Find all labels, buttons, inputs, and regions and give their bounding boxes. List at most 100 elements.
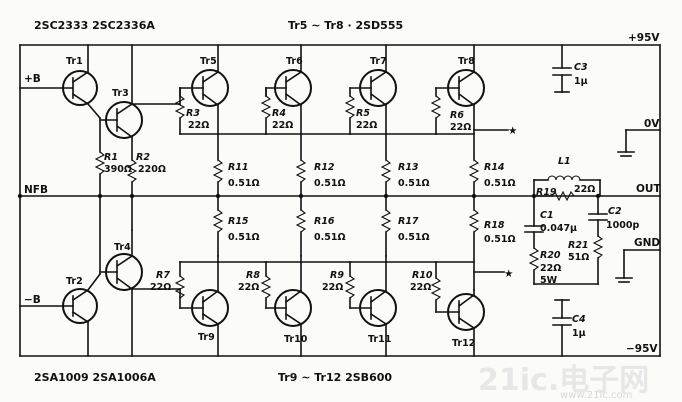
transistor-tr4: Tr4 — [99, 229, 143, 357]
svg-text:R8: R8 — [246, 270, 260, 281]
svg-text:1μ: 1μ — [574, 76, 588, 87]
svg-text:L1: L1 — [558, 156, 571, 167]
svg-text:R2: R2 — [136, 152, 150, 163]
svg-text:R7: R7 — [156, 270, 170, 281]
zero-v-ground — [617, 129, 661, 157]
svg-text:R6: R6 — [450, 110, 464, 121]
svg-text:0.51Ω: 0.51Ω — [484, 234, 516, 245]
resistor-r6: R6 22Ω — [430, 87, 475, 135]
transistor-tr3: Tr3 — [99, 44, 143, 161]
svg-text:0.51Ω: 0.51Ω — [228, 232, 260, 243]
svg-text:1μ: 1μ — [572, 328, 586, 339]
capacitor-c4: C4 1μ — [552, 299, 586, 357]
transistor-tr9: Tr9 — [179, 255, 229, 357]
transistor-tr1: Tr1 — [19, 44, 102, 120]
resistor-r15: R15 0.51Ω — [212, 195, 260, 257]
plus-b-label: +B — [24, 73, 41, 85]
capacitor-c3: C3 1μ — [552, 44, 588, 93]
transistor-tr12: Tr12 — [435, 289, 485, 357]
resistor-r13: R13 0.51Ω — [380, 159, 430, 199]
svg-text:R17: R17 — [398, 216, 419, 227]
resistor-r19: R19 22Ω — [533, 179, 601, 202]
svg-text:Tr2: Tr2 — [66, 276, 83, 287]
svg-text:R10: R10 — [412, 270, 433, 281]
svg-text:R9: R9 — [330, 270, 344, 281]
svg-text:R15: R15 — [228, 216, 249, 227]
svg-text:390Ω: 390Ω — [104, 164, 132, 175]
svg-text:C2: C2 — [608, 206, 622, 217]
svg-text:22Ω: 22Ω — [410, 282, 431, 293]
resistor-r7: R7 22Ω — [150, 261, 219, 309]
svg-text:R11: R11 — [228, 162, 249, 173]
nfb-label: NFB — [24, 184, 48, 196]
svg-text:R20: R20 — [540, 250, 561, 261]
svg-text:R14: R14 — [484, 162, 505, 173]
test-point-upper: ★ — [473, 125, 517, 137]
svg-text:R4: R4 — [272, 108, 286, 119]
transistor-tr5: Tr5 — [179, 44, 229, 161]
svg-text:Tr7: Tr7 — [370, 56, 387, 67]
svg-text:0.51Ω: 0.51Ω — [398, 232, 430, 243]
watermark-brand: 21ic.电子网 — [478, 363, 649, 398]
svg-text:Tr1: Tr1 — [66, 56, 83, 67]
svg-text:5W: 5W — [540, 275, 558, 286]
svg-text:Tr3: Tr3 — [112, 88, 129, 99]
svg-text:R1: R1 — [104, 152, 118, 163]
plus-95v-label: +95V — [628, 32, 660, 44]
transistor-tr7: Tr7 — [349, 44, 397, 161]
svg-text:22Ω: 22Ω — [238, 282, 259, 293]
svg-text:R3: R3 — [186, 108, 200, 119]
svg-text:0.51Ω: 0.51Ω — [398, 178, 430, 189]
svg-text:C4: C4 — [572, 314, 586, 325]
inductor-l1: L1 — [533, 156, 601, 181]
resistor-r18: R18 0.51Ω — [468, 195, 516, 291]
svg-text:C3: C3 — [574, 62, 588, 73]
pnp-driver-types: 2SA1009 2SA1006A — [34, 371, 156, 384]
svg-text:R19: R19 — [536, 187, 557, 198]
svg-text:Tr6: Tr6 — [286, 56, 303, 67]
resistor-r5: R5 22Ω — [344, 87, 387, 135]
resistor-r8: R8 22Ω — [238, 261, 302, 309]
svg-text:R13: R13 — [398, 162, 419, 173]
pnp-output-types: Tr9 ~ Tr12 2SB600 — [278, 371, 392, 384]
svg-text:Tr11: Tr11 — [368, 334, 391, 345]
svg-text:1000p: 1000p — [606, 220, 639, 231]
resistor-r14: R14 0.51Ω — [468, 159, 516, 199]
svg-text:Tr4: Tr4 — [114, 242, 131, 253]
transistor-tr11: Tr11 — [349, 255, 397, 357]
svg-text:R5: R5 — [356, 108, 370, 119]
svg-text:22Ω: 22Ω — [322, 282, 343, 293]
svg-text:0.51Ω: 0.51Ω — [314, 232, 346, 243]
svg-text:22Ω: 22Ω — [540, 263, 561, 274]
resistor-r1: R1 390Ω — [94, 117, 132, 275]
resistor-r10: R10 22Ω — [410, 261, 475, 313]
svg-text:Tr10: Tr10 — [284, 334, 308, 345]
gnd-ground — [615, 249, 661, 283]
gnd-label: GND — [634, 237, 660, 249]
svg-text:22Ω: 22Ω — [272, 120, 293, 131]
resistor-r12: R12 0.51Ω — [295, 159, 346, 199]
out-label: OUT — [636, 183, 661, 195]
svg-text:22Ω: 22Ω — [574, 184, 595, 195]
transistor-tr2: Tr2 — [19, 272, 102, 357]
watermark: 21ic.电子网 www.21ic.com — [478, 363, 649, 401]
transistor-tr10: Tr10 — [265, 255, 312, 357]
star-marker-upper: ★ — [508, 125, 517, 137]
watermark-site: www.21ic.com — [560, 390, 632, 401]
npn-output-types: Tr5 ~ Tr8 · 2SD555 — [288, 19, 403, 32]
svg-text:0.51Ω: 0.51Ω — [228, 178, 260, 189]
svg-text:Tr12: Tr12 — [452, 338, 475, 349]
svg-text:22Ω: 22Ω — [450, 122, 471, 133]
resistor-r17: R17 0.51Ω — [380, 195, 430, 257]
npn-driver-types: 2SC2333 2SC2336A — [34, 19, 155, 32]
capacitor-c2: C2 1000p — [588, 195, 639, 237]
svg-text:22Ω: 22Ω — [150, 282, 171, 293]
svg-text:0.047μ: 0.047μ — [540, 223, 577, 234]
star-marker-lower: ★ — [504, 268, 513, 280]
svg-text:Tr5: Tr5 — [200, 56, 217, 67]
transistor-tr6: Tr6 — [265, 44, 312, 161]
resistor-r21: R21 51Ω — [568, 235, 604, 285]
zero-v-label: 0V — [644, 118, 660, 130]
test-point-lower: ★ — [473, 268, 513, 280]
